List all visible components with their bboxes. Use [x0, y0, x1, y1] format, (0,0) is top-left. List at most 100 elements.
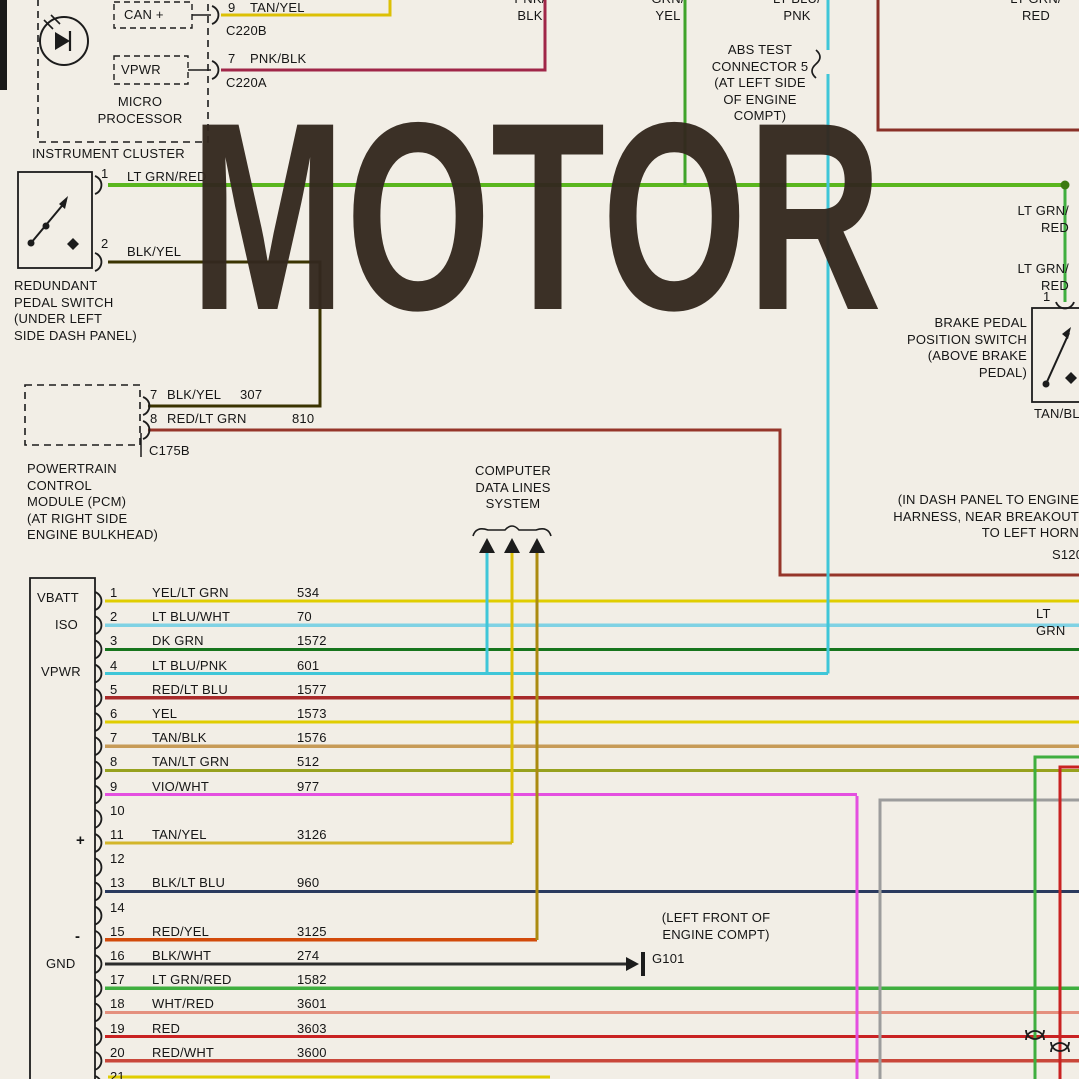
pcm-pin-circuit: 512 [297, 754, 320, 770]
bs-wire-label-b: LT GRN/ RED [1017, 261, 1069, 293]
page-edge-mark [0, 0, 7, 90]
pcm-pin7-wire: BLK/YEL [167, 387, 222, 402]
pcm-connector-id: C175B [149, 443, 190, 458]
pcm-pin-circuit: 3600 [297, 1044, 327, 1060]
pcm-pin7-circuit: 307 [240, 387, 263, 402]
pin-bracket [94, 736, 103, 757]
pin-bracket [94, 1002, 103, 1023]
pcm-pin-number: 14 [110, 899, 125, 915]
pcm-pin-number: 6 [110, 706, 118, 721]
led-arrow [43, 19, 54, 30]
splice-id: S120 [1052, 547, 1079, 562]
bs-bottom-wire-label: TAN/BLK [1034, 406, 1079, 421]
ic-pin7-connector: C220A [226, 75, 267, 90]
contact-diamond [1065, 372, 1077, 384]
splice-note: (IN DASH PANEL TO ENGINE HARNESS, NEAR B… [893, 492, 1079, 540]
ground-id: G101 [652, 951, 685, 966]
top-wire-label-pnk-blk: PNK/ BLK [514, 0, 545, 23]
rp-pin2-wire: BLK/YEL [127, 244, 182, 259]
pcm-pin-number: 5 [110, 681, 118, 697]
pcm-pin-circuit: 1576 [297, 730, 327, 746]
pcm-pin-wire: RED/WHT [152, 1044, 215, 1060]
pin-bracket [94, 905, 103, 926]
pcm-pin-wire: RED [152, 1020, 181, 1036]
led-arrow [50, 14, 61, 25]
can-label: CAN + [124, 7, 164, 22]
wire [1058, 765, 1079, 1079]
instrument-cluster-box [37, 0, 209, 143]
ground-symbol [626, 957, 639, 971]
pin-bracket [94, 978, 103, 999]
pcm-pin8-circuit: 810 [292, 411, 315, 426]
pcm-pin-wire: VIO/WHT [152, 778, 210, 794]
pcm-pin8-number: 8 [150, 411, 158, 426]
pin-bracket [94, 954, 103, 974]
conn-label-iso: ISO [55, 617, 78, 632]
pin-bracket [94, 929, 103, 950]
pin-brackets-layer [94, 591, 103, 1079]
pcm-pin-wire: RED/YEL [152, 923, 210, 939]
pcm-pin-number: 8 [110, 754, 118, 770]
ic-pin9-number: 9 [228, 0, 236, 15]
wire [876, 0, 1079, 132]
pin-bracket [94, 591, 103, 611]
pin-bracket [94, 175, 103, 195]
top-wire-label-grn-yel: GRN/ YEL [651, 0, 684, 23]
pcm-pin-number: 10 [110, 802, 125, 818]
data-line-arrow-icon [504, 538, 520, 553]
pcm-pin-wire: LT GRN/RED [152, 972, 232, 988]
ic-pin9-connector: C220B [226, 23, 267, 38]
contact-diamond [67, 238, 79, 250]
conn-label-minus: - [75, 928, 81, 945]
pcm-pin-number: 21 [110, 1069, 125, 1079]
pin-bracket [94, 1026, 103, 1047]
right-edge-wire-label: LT GRN [1036, 606, 1066, 638]
conn-label-plus: + [76, 832, 85, 849]
pcm-pin-circuit: 274 [297, 948, 320, 963]
pcm-pin-circuit: 1572 [297, 633, 327, 649]
pcm-pin7-number: 7 [150, 387, 158, 402]
vpwr-box [113, 55, 189, 85]
ground-note: (LEFT FRONT OF ENGINE COMPT) [661, 910, 771, 942]
pin-bracket [142, 420, 151, 440]
inline-connector [1025, 1029, 1045, 1041]
pcm-pin-wire: TAN/LT GRN [152, 754, 230, 770]
abs-test-connector-note: ABS TEST CONNECTOR 5 (AT LEFT SIDE OF EN… [711, 42, 809, 123]
ground-bar [641, 952, 645, 976]
pin-bracket [94, 760, 103, 781]
pin-bracket [94, 712, 103, 732]
pcm-pin-number: 18 [110, 996, 125, 1012]
pcm-pin-circuit: 3126 [297, 827, 327, 842]
wire [108, 260, 322, 408]
pcm-pin-wire: RED/LT BLU [152, 681, 228, 697]
inline-connector [1050, 1041, 1070, 1053]
pin-bracket [94, 687, 103, 708]
data-line-arrow-icon [479, 538, 495, 553]
bs-pin-number: 1 [1043, 289, 1051, 304]
pcm-pin-wire: YEL/LT GRN [152, 585, 229, 600]
top-wire-label-lt-grn-red: LT GRN/ RED [1010, 0, 1061, 23]
pcm-pin-circuit: 3603 [297, 1020, 327, 1036]
pcm-pin-circuit: 1577 [297, 681, 327, 697]
pcm-pin-circuit: 601 [297, 657, 320, 673]
pcm-pin-circuit: 3125 [297, 923, 327, 939]
pcm-pin-circuit: 1573 [297, 706, 327, 721]
redundant-switch-box [17, 171, 93, 269]
ic-pin7-number: 7 [228, 51, 236, 66]
pcm-pin-wire: DK GRN [152, 633, 204, 649]
pcm-pin-circuit: 960 [297, 875, 320, 891]
wire [221, 0, 547, 72]
pcm-pin-number: 17 [110, 972, 125, 988]
rp-pin1-wire: LT GRN/RED [127, 169, 207, 184]
rp-pin2-number: 2 [101, 236, 109, 251]
rp-pin1-number: 1 [101, 166, 109, 181]
pcm-pin-wire: LT BLU/PNK [152, 657, 228, 673]
bs-wire-label-a: LT GRN/ RED [1017, 203, 1069, 235]
brake-switch-label: BRAKE PEDAL POSITION SWITCH (ABOVE BRAKE… [907, 315, 1027, 380]
pcm-pin-circuit: 70 [297, 609, 312, 625]
pin-bracket [211, 60, 220, 80]
data-lines-brace [472, 525, 552, 537]
pcm-pin-wire: YEL [152, 706, 178, 721]
